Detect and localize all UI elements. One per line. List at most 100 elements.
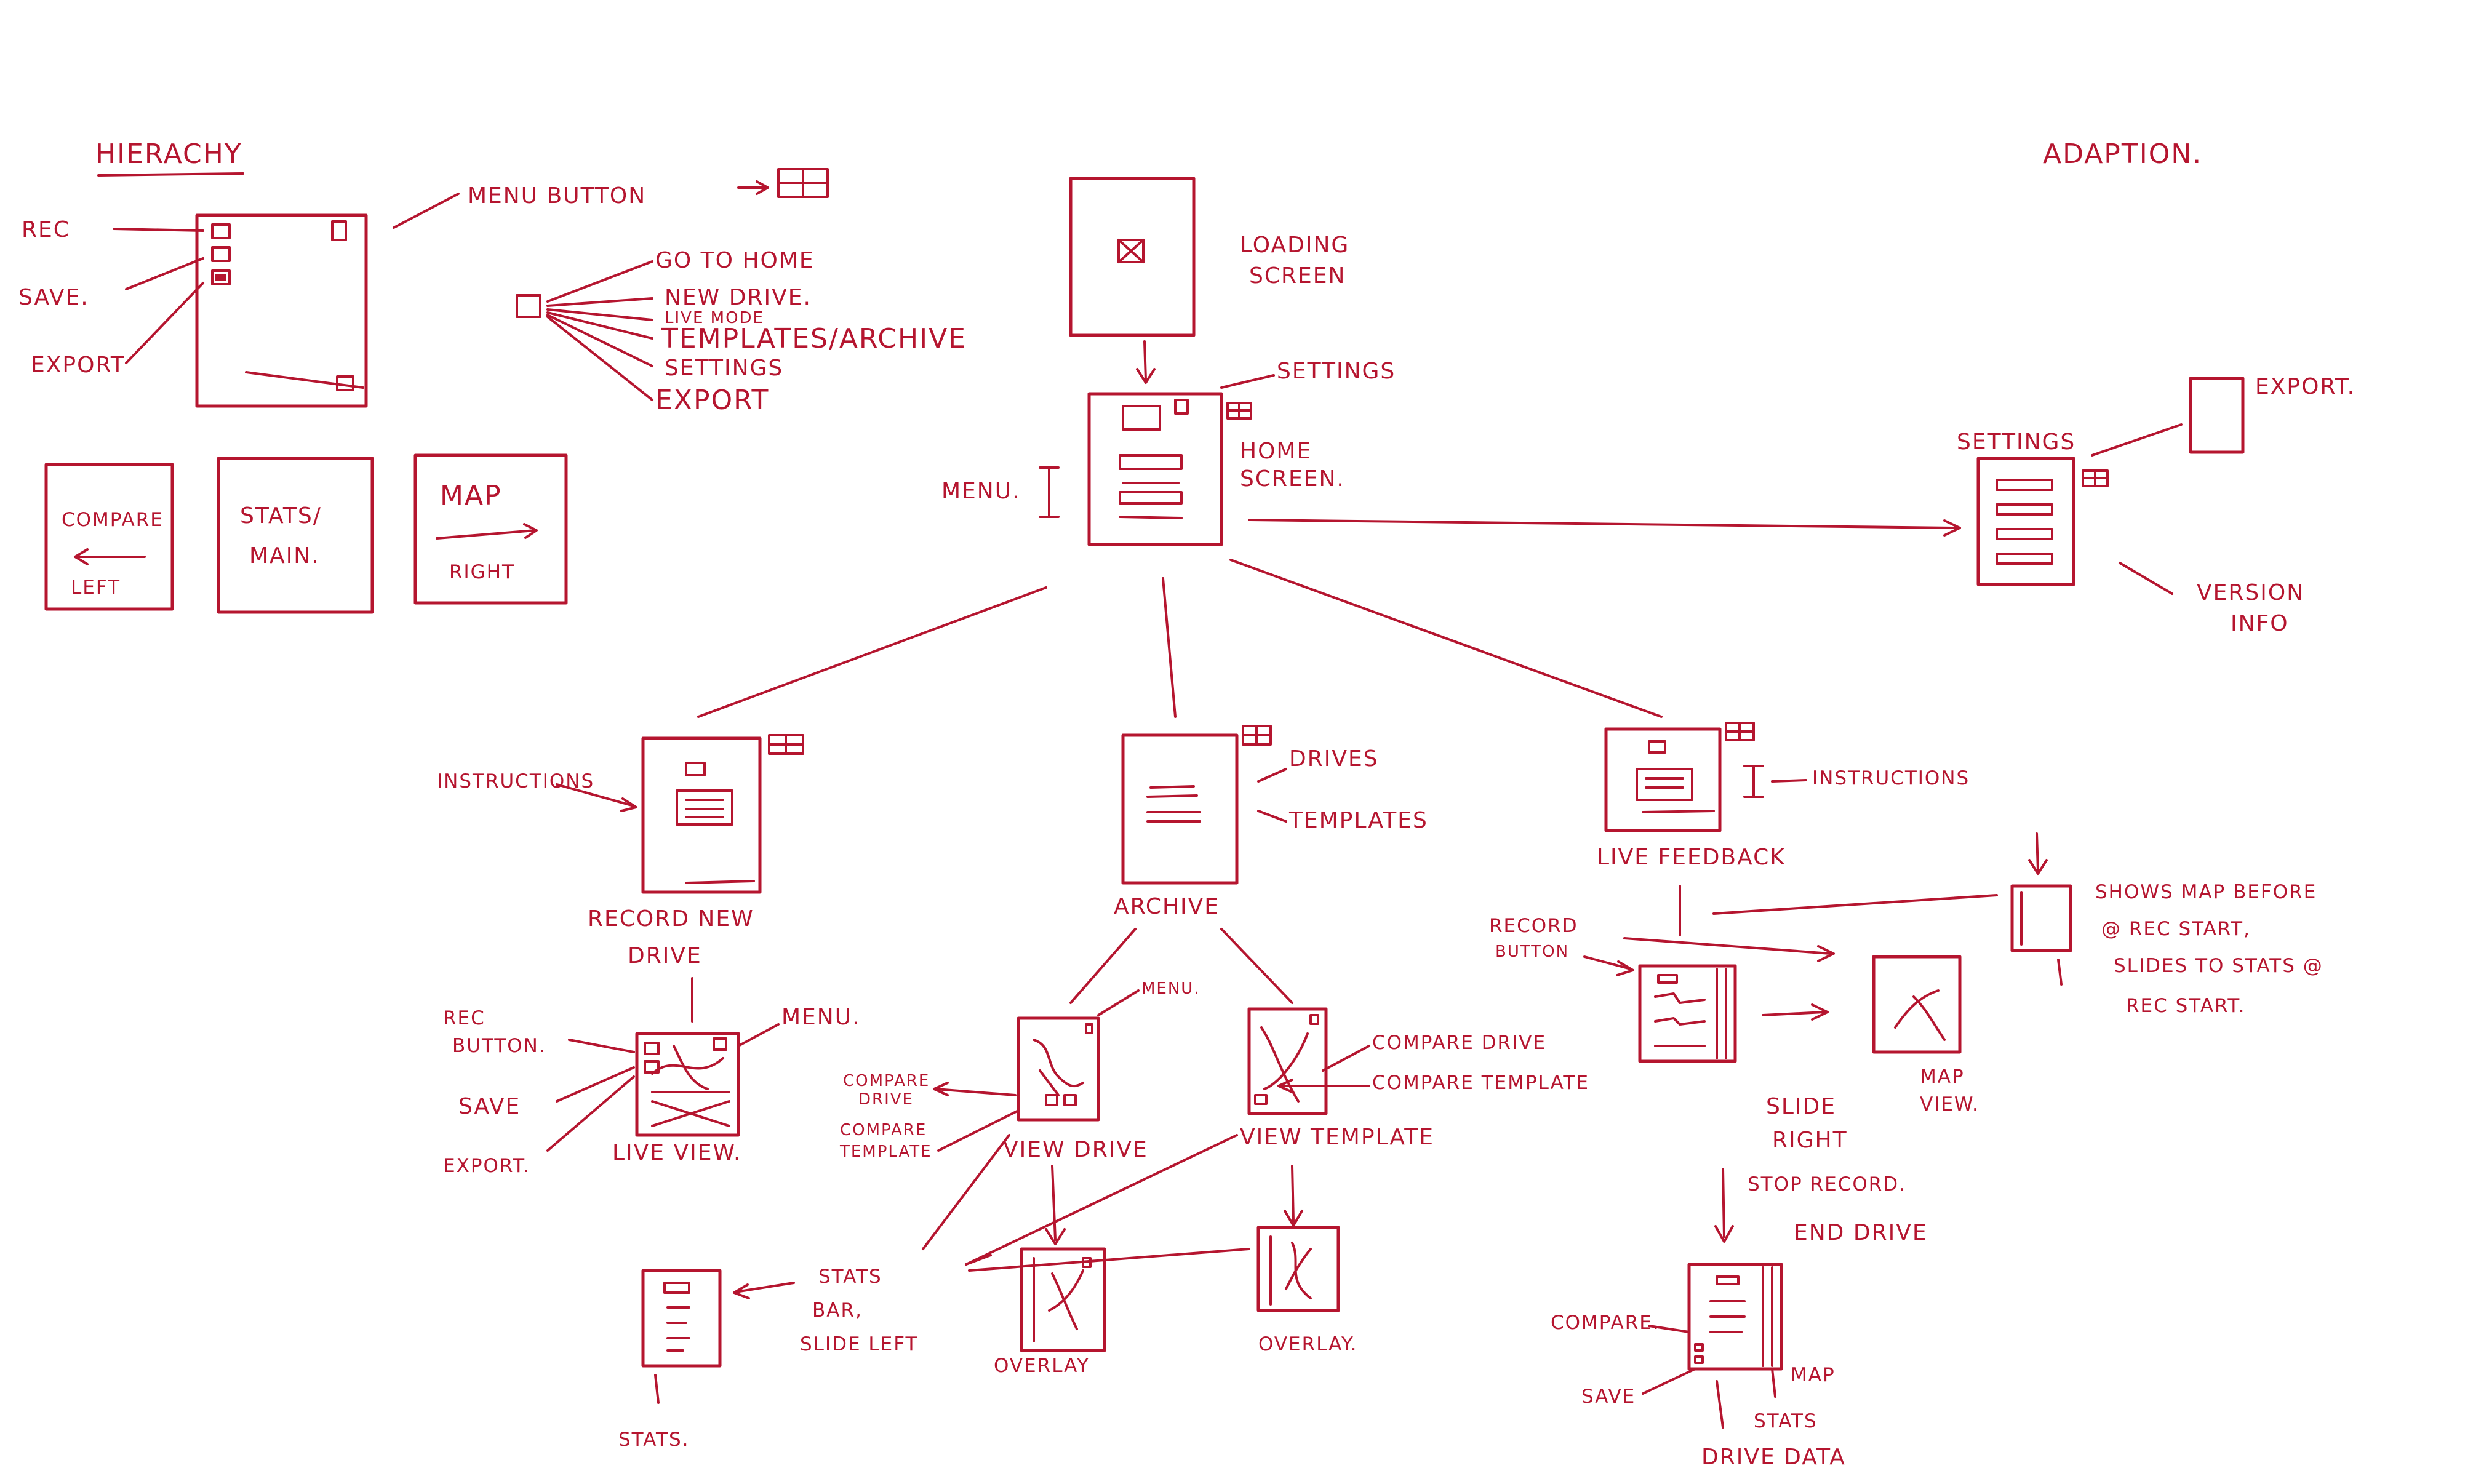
underline	[97, 172, 244, 177]
label-stats-end: STATS	[1754, 1410, 1818, 1432]
label-compare-template-1: COMPARE	[840, 1121, 927, 1139]
menu-item-settings: SETTINGS	[665, 356, 783, 381]
label-shows-map-4: REC START.	[2126, 995, 2245, 1017]
menu-item-templates-archive: TEMPLATES/ARCHIVE	[661, 323, 967, 354]
label-record-button-2: BUTTON	[1495, 943, 1569, 961]
label-compare-drive-1: COMPARE	[843, 1072, 930, 1090]
label-overlay-2: OVERLAY.	[1258, 1333, 1357, 1355]
label-menu-live: MENU.	[781, 1005, 861, 1030]
settings-icon-home	[1226, 402, 1252, 420]
screen-drive-data	[1687, 1263, 1783, 1371]
label-compare-drive-2: DRIVE	[858, 1090, 914, 1109]
screen-view-drive	[1017, 1016, 1100, 1122]
label-compare-end: COMPARE.	[1551, 1312, 1660, 1334]
label-shows-map-2: @ REC START,	[2101, 918, 2251, 940]
screen-export	[2189, 377, 2245, 454]
label-instructions-left: INSTRUCTIONS	[437, 770, 594, 792]
label-save: SAVE.	[18, 285, 89, 310]
label-stop-record: STOP RECORD.	[1748, 1173, 1906, 1195]
loading-icon	[1117, 239, 1145, 263]
screen-live-view	[635, 1032, 740, 1137]
label-stats-main-2: MAIN.	[249, 543, 320, 568]
label-menu-view: MENU.	[1141, 979, 1201, 998]
label-live-feedback: LIVE FEEDBACK	[1597, 845, 1786, 870]
label-drive-data: DRIVE DATA	[1701, 1445, 1846, 1470]
label-templates: TEMPLATES	[1288, 808, 1428, 833]
screen-home	[1087, 392, 1223, 546]
label-export-live: EXPORT.	[443, 1155, 530, 1177]
label-home-1: HOME	[1240, 439, 1312, 464]
menu-icon	[777, 168, 829, 198]
label-shows-map-1: SHOWS MAP BEFORE	[2095, 881, 2317, 903]
label-version-2: INFO	[2231, 611, 2289, 636]
menu-icon-live	[1725, 722, 1755, 741]
screen-overlay-2	[1256, 1226, 1340, 1312]
label-stats-bar-3: SLIDE LEFT	[800, 1333, 918, 1355]
label-slide-2: RIGHT	[1772, 1128, 1848, 1153]
label-stats-bar-1: STATS	[818, 1266, 882, 1288]
screen-overlay-1	[1020, 1247, 1106, 1352]
label-map-view-2: VIEW.	[1920, 1093, 1980, 1115]
label-export: EXPORT	[31, 353, 126, 378]
menu-item-live-mode: LIVE MODE	[665, 309, 764, 327]
label-end-drive: END DRIVE	[1794, 1220, 1928, 1245]
menu-button-small	[516, 294, 541, 318]
screen-stats	[641, 1269, 722, 1368]
label-slide-1: SLIDE	[1766, 1094, 1836, 1119]
label-compare-template-r: COMPARE TEMPLATE	[1372, 1072, 1589, 1094]
screen-shows-map	[2010, 884, 2072, 952]
label-menu-home: MENU.	[941, 479, 1021, 504]
label-loading-2: SCREEN	[1249, 263, 1346, 289]
label-view-template: VIEW TEMPLATE	[1240, 1125, 1434, 1150]
label-record-new-2: DRIVE	[628, 943, 702, 968]
screen-record-new	[641, 736, 762, 894]
screen-view-template	[1247, 1007, 1328, 1115]
label-shows-map-3: SLIDES TO STATS @	[2114, 955, 2323, 977]
menu-icon-archive	[1242, 725, 1272, 746]
label-export-right: EXPORT.	[2255, 374, 2355, 399]
label-drives: DRIVES	[1289, 746, 1379, 772]
menu-icon-record	[768, 734, 804, 755]
label-settings-right: SETTINGS	[1957, 429, 2075, 455]
label-record-button-1: RECORD	[1489, 915, 1578, 937]
menu-item-export: EXPORT	[655, 385, 769, 416]
label-home-2: SCREEN.	[1240, 466, 1345, 492]
menu-item-go-home: GO TO HOME	[655, 248, 815, 273]
hierarchy-title: HIERACHY	[95, 138, 242, 170]
hierarchy-phone	[195, 213, 368, 408]
label-overlay-1: OVERLAY	[994, 1355, 1090, 1377]
label-menu-button: MENU BUTTON	[468, 183, 646, 209]
menu-item-new-drive: NEW DRIVE.	[665, 285, 812, 310]
label-instructions-right: INSTRUCTIONS	[1812, 767, 1970, 789]
label-stats-main-1: STATS/	[240, 503, 322, 529]
label-rec-button-1: REC	[443, 1007, 485, 1029]
settings-icon-right	[2082, 469, 2109, 487]
label-view-drive: VIEW DRIVE	[1003, 1137, 1148, 1162]
label-archive: ARCHIVE	[1114, 894, 1220, 919]
screen-map-view	[1872, 955, 1962, 1054]
screen-live-feedback	[1604, 727, 1722, 832]
label-map: MAP	[440, 480, 502, 511]
label-save-end: SAVE	[1581, 1386, 1636, 1408]
label-stats-bar-2: BAR,	[812, 1299, 863, 1322]
screen-recording	[1638, 964, 1737, 1063]
screen-map-right	[414, 453, 568, 605]
label-compare-template-2: TEMPLATE	[839, 1143, 932, 1161]
screen-loading	[1069, 177, 1196, 337]
label-version-1: VERSION	[2197, 580, 2304, 605]
label-left: LEFT	[71, 576, 121, 599]
label-rec-button-2: BUTTON.	[452, 1035, 546, 1057]
label-settings-top: SETTINGS	[1277, 359, 1396, 384]
label-stats-bottom: STATS.	[618, 1429, 689, 1451]
label-rec: REC	[22, 217, 70, 242]
label-live-view: LIVE VIEW.	[612, 1140, 741, 1165]
screen-archive	[1121, 733, 1239, 885]
label-right: RIGHT	[449, 561, 515, 583]
screen-stats-main	[217, 457, 374, 614]
adaption-title: ADAPTION.	[2043, 138, 2202, 170]
menu-branches	[546, 260, 653, 401]
label-map-end: MAP	[1791, 1364, 1836, 1386]
label-map-view-1: MAP	[1920, 1066, 1965, 1088]
screen-settings	[1976, 457, 2075, 586]
